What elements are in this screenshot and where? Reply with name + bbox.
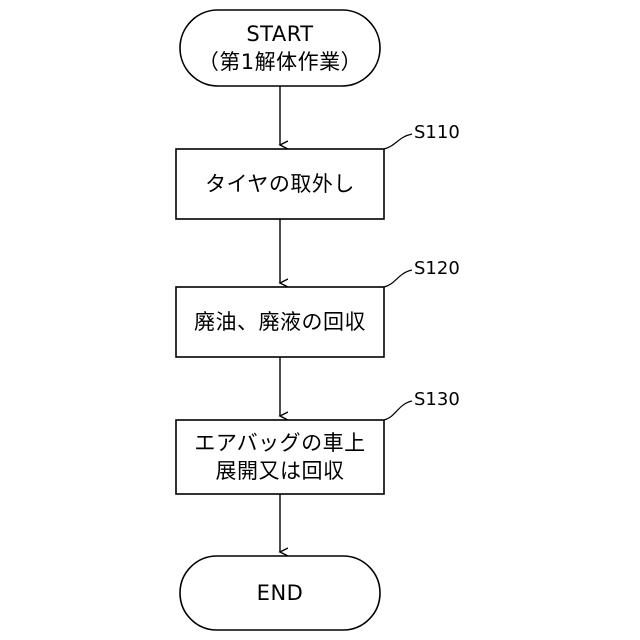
start-label-line1: START xyxy=(246,20,313,48)
step-text-s130-line1: エアバッグの車上 xyxy=(194,429,365,457)
step-id-s120: S120 xyxy=(414,258,460,279)
leader-s130 xyxy=(384,401,412,420)
step-text-s130-line2: 展開又は回収 xyxy=(216,457,345,485)
step-text-s130: エアバッグの車上 展開又は回収 xyxy=(176,420,384,494)
step-text-s120-line1: 廃油、廃液の回収 xyxy=(194,308,366,336)
end-label-text: END xyxy=(257,579,304,607)
leader-s120 xyxy=(384,270,412,287)
start-label-line2: （第1解体作業） xyxy=(198,48,362,76)
start-label: START （第1解体作業） xyxy=(180,10,380,86)
leader-s110 xyxy=(384,134,412,149)
step-text-s110: タイヤの取外し xyxy=(176,149,384,219)
step-id-s130: S130 xyxy=(414,389,460,410)
step-id-s110: S110 xyxy=(414,122,460,143)
step-text-s120: 廃油、廃液の回収 xyxy=(176,287,384,357)
end-label: END xyxy=(180,556,380,630)
step-text-s110-line1: タイヤの取外し xyxy=(205,170,355,198)
